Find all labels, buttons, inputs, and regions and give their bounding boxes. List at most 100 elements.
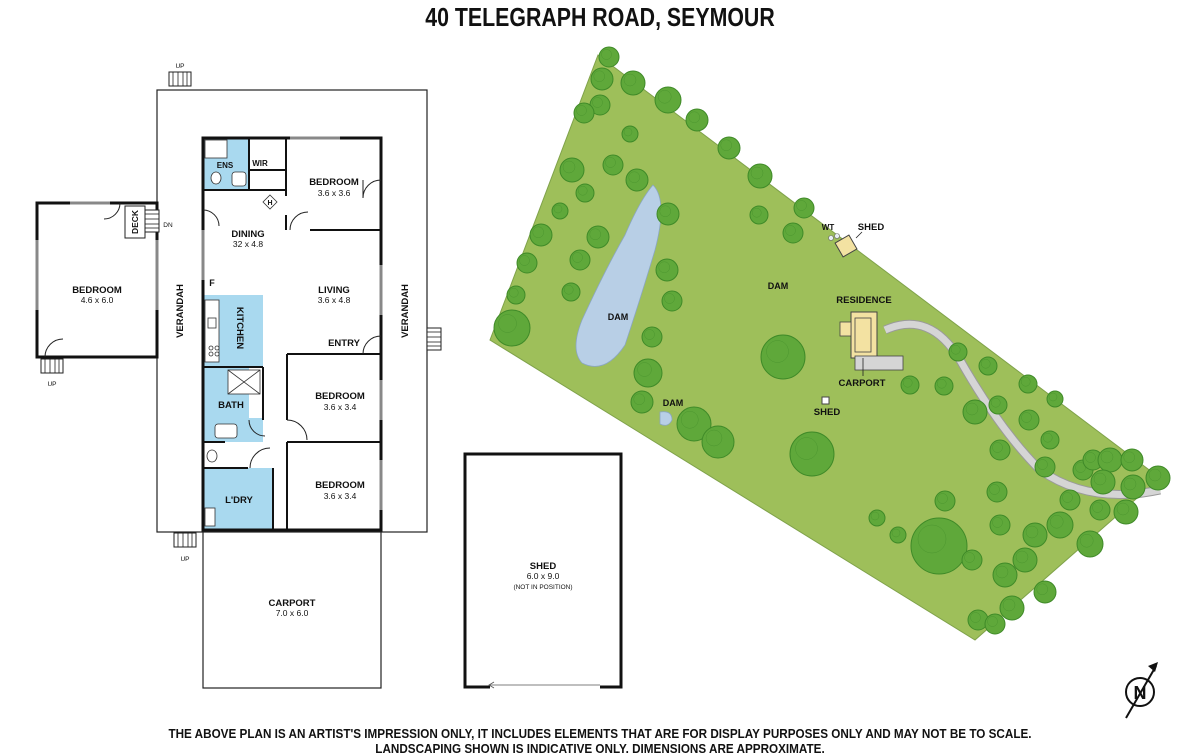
stairs-bottom: UP [173,532,197,563]
tree [516,252,538,274]
tree-detail [995,565,1009,579]
tree [910,517,968,575]
tree-detail [509,288,519,298]
room-label-bedroom-mid: BEDROOM [315,391,365,402]
tree [900,375,920,395]
tree [569,249,591,271]
tree-detail [870,511,880,521]
tree [1089,499,1111,521]
room-size-carport: 7.0 x 6.0 [276,608,309,618]
tree-detail [1037,459,1048,470]
tree-detail [965,402,979,416]
shed-label: SHED [530,561,557,572]
tree-detail [572,252,583,263]
tree-detail [1123,451,1135,463]
tree [590,67,614,91]
tree-detail [1092,502,1103,513]
tree-detail [981,359,991,369]
shed-small-building [821,396,830,405]
tree-detail [1075,462,1086,473]
tree [654,86,682,114]
room-label-dining: DINING [231,229,264,240]
tree-detail [964,552,975,563]
tree-detail [498,314,517,333]
tree-detail [1123,477,1137,491]
site-dam-large-label: DAM [608,312,629,322]
room-label-bedroom-main: BEDROOM [309,177,359,188]
shed-note: (NOT IN POSITION) [513,584,572,591]
tree-detail [970,612,981,623]
tree [559,157,585,183]
tree-detail [519,255,530,266]
tree [598,46,620,68]
room-label-bath: BATH [218,400,244,411]
tree [793,197,815,219]
tree-detail [688,111,700,123]
tree-detail [644,329,655,340]
tree [986,481,1008,503]
internal-walls [203,138,381,530]
tree [978,356,998,376]
deck-label: DECK [130,209,140,234]
verandah-left-label: VERANDAH [175,284,186,338]
site-water-tank-label: WT [822,223,835,232]
tree [561,282,581,302]
tree-detail [891,528,901,538]
house-plan: BEDROOM 3.6 x 3.6 DINING 32 x 4.8 LIVING… [35,63,442,689]
tree [789,431,835,477]
tree-detail [1100,450,1114,464]
room-size-living: 3.6 x 4.8 [318,295,351,305]
tree [620,70,646,96]
tree [602,154,624,176]
tree-detail [795,437,818,460]
tree-detail [1062,492,1073,503]
tree-detail [578,186,588,196]
stairs-ext-bedroom: UP [40,358,64,388]
verandah-right-label: VERANDAH [400,284,411,338]
tree-detail [576,105,587,116]
room-size-bedroom-ext: 4.6 x 6.0 [81,295,114,305]
tree [633,358,663,388]
tree [1046,511,1074,539]
site-residence-label: RESIDENCE [836,295,891,306]
tree [493,309,531,347]
windows [201,136,383,510]
tree-detail [903,378,913,388]
north-label: N [1134,683,1147,703]
tree [988,395,1008,415]
svg-text:UP: UP [180,556,189,563]
tree-detail [593,70,605,82]
tree-detail [564,285,574,295]
room-label-laundry: L'DRY [225,495,253,506]
tree [760,334,806,380]
tree [961,549,983,571]
tree-detail [658,261,670,273]
tree [962,399,988,425]
room-size-bedroom-low: 3.6 x 3.4 [324,491,357,501]
shed-top-building [834,234,858,258]
tree-detail [937,379,947,389]
fixtures [204,139,278,527]
tree [1113,499,1139,525]
site-plan: DAM DAM DAM RESIDENCE CARPORT SHED SHED … [489,46,1171,641]
room-label-wir: WIR [252,159,268,168]
tree [1090,469,1116,495]
tree [1012,547,1038,573]
tree-detail [628,171,640,183]
tree-detail [720,139,732,151]
svg-text:UP: UP [47,381,56,388]
tree [625,168,649,192]
tree [868,509,886,527]
site-shed-top-label: SHED [858,222,885,233]
room-label-bedroom-low: BEDROOM [315,480,365,491]
page-title: 40 TELEGRAPH ROAD, SEYMOUR [425,2,775,32]
tree-detail [705,429,723,447]
tree [1018,374,1038,394]
residence-building [839,311,904,371]
site-dam-mid-label: DAM [768,281,789,291]
tree-detail [562,160,576,174]
tree-detail [1050,515,1064,529]
tree [717,136,741,160]
stairs-top: UP [168,63,192,87]
carport [202,531,382,689]
